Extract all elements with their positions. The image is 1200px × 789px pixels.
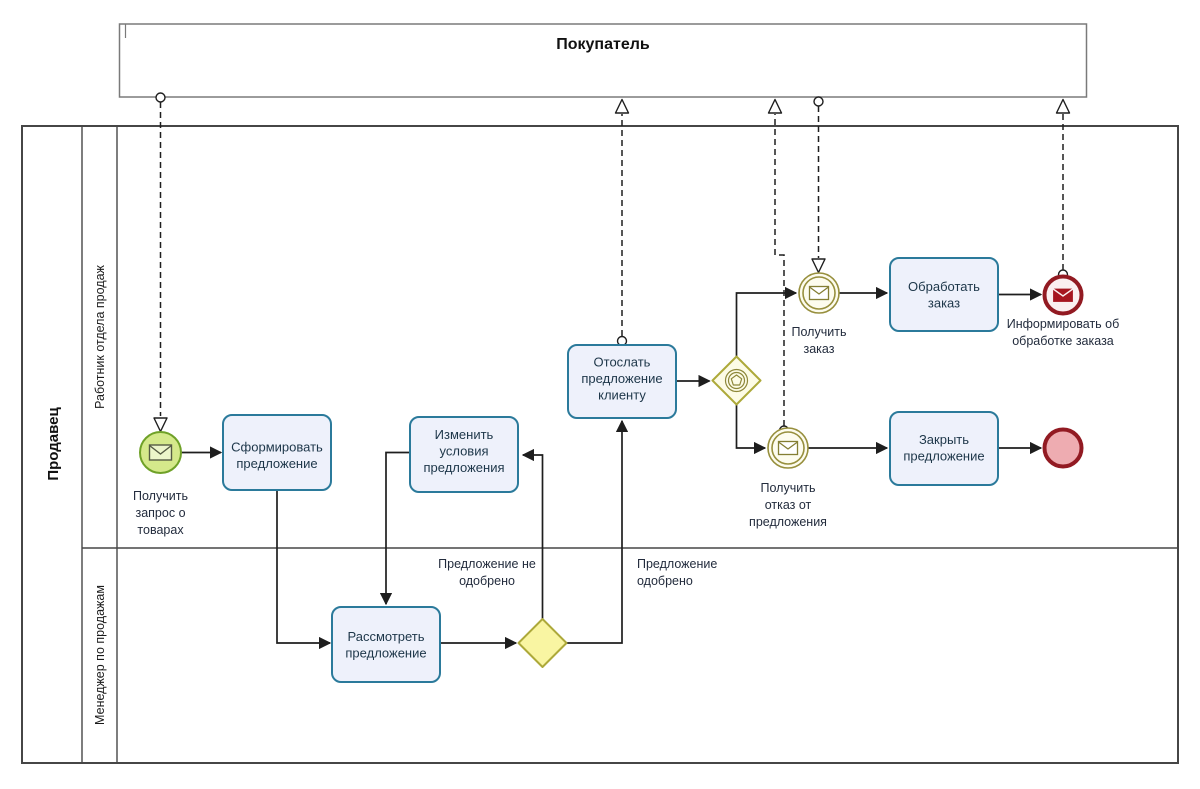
task-form-offer-line1: Сформировать [231,440,323,455]
task-change-terms[interactable]: Изменить условия предложения [409,416,519,493]
pool-buyer[interactable]: Покупатель [118,23,1088,98]
sequence-flows [181,286,1043,650]
flow-event-gateway-to-catch-reject[interactable] [735,404,767,455]
lane-sales-manager[interactable]: Менеджер по продажам [93,585,107,725]
end-event-plain[interactable] [1042,427,1084,469]
task-send-offer[interactable]: Отослать предложение клиенту [567,344,677,419]
flow-label-not-approved-line2: одобрено [459,574,515,588]
task-send-offer-line2: предложение [581,371,662,386]
message-envelope-icon [808,285,830,301]
gateway-exclusive[interactable] [517,618,568,668]
task-send-offer-line1: Отослать [594,355,651,370]
pool-seller-label: Продавец [45,407,62,481]
flow-gateway-to-change-not-approved[interactable] [521,448,544,620]
task-change-terms-line3: предложения [423,460,504,475]
end-inform-label-line2: обработке заказа [1012,334,1114,348]
gateway-event-based[interactable] [711,355,762,406]
catch-order-label-line2: заказ [804,342,835,356]
flow-form-to-review[interactable] [276,490,332,650]
task-review-offer[interactable]: Рассмотреть предложение [331,606,441,683]
catch-event-receive-reject[interactable] [767,427,809,469]
start-event-label-line2: запрос о [135,506,185,520]
task-form-offer[interactable]: Сформировать предложение [222,414,332,491]
message-flow-buyer-to-catch-order[interactable] [811,96,826,274]
end-inform-label-line1: Информировать об [1007,317,1120,331]
flow-event-gateway-to-catch-order[interactable] [735,286,798,357]
flow-label-approved-line1: Предложение [637,557,717,571]
task-close-offer-line2: предложение [903,449,984,464]
end-event-inform[interactable] [1042,274,1084,316]
pool-seller[interactable]: Продавец Работник отдела продаж Менеджер… [21,125,1179,764]
start-event-label-line1: Получить [133,489,188,503]
flow-label-approved-line2: одобрено [637,574,693,588]
task-process-order[interactable]: Обработать заказ [889,257,999,332]
start-event-receive-request[interactable] [139,431,182,474]
catch-order-label-line1: Получить [792,325,847,339]
task-review-offer-line1: Рассмотреть [347,629,424,644]
task-send-offer-line3: клиенту [598,388,646,403]
lane-sales-worker-label: Работник отдела продаж [93,264,107,408]
message-flow-send-to-buyer[interactable] [614,98,630,347]
message-flow-buyer-to-start[interactable] [153,92,168,433]
catch-reject-label-line1: Получить [761,481,816,495]
pool-buyer-label: Покупатель [556,36,650,53]
catch-reject-label-line2: отказ от [765,498,812,512]
message-envelope-icon [148,444,173,461]
task-change-terms-line2: условия [439,444,488,459]
task-form-offer-line2: предложение [236,456,317,471]
task-close-offer-line1: Закрыть [919,432,969,447]
task-process-order-line1: Обработать [908,279,980,294]
message-envelope-icon-filled [1051,287,1075,304]
message-envelope-icon [777,440,799,456]
pentagon-icon [730,374,743,386]
lane-sales-manager-label: Менеджер по продажам [93,585,107,725]
task-change-terms-line1: Изменить [435,427,494,442]
lane-sales-worker[interactable]: Работник отдела продаж [93,264,107,408]
catch-reject-label-line3: предложения [749,515,827,529]
message-flows [153,92,1071,436]
catch-event-receive-order[interactable] [798,272,840,314]
flow-label-not-approved-line1: Предложение не [438,557,536,571]
task-review-offer-line2: предложение [345,646,426,661]
event-gateway-icon [724,368,749,393]
flow-change-to-review[interactable] [379,451,410,606]
start-event-label-line3: товарах [137,523,184,537]
flow-gateway-to-send-approved[interactable] [566,419,629,644]
task-process-order-line2: заказ [928,296,960,311]
task-close-offer[interactable]: Закрыть предложение [889,411,999,486]
